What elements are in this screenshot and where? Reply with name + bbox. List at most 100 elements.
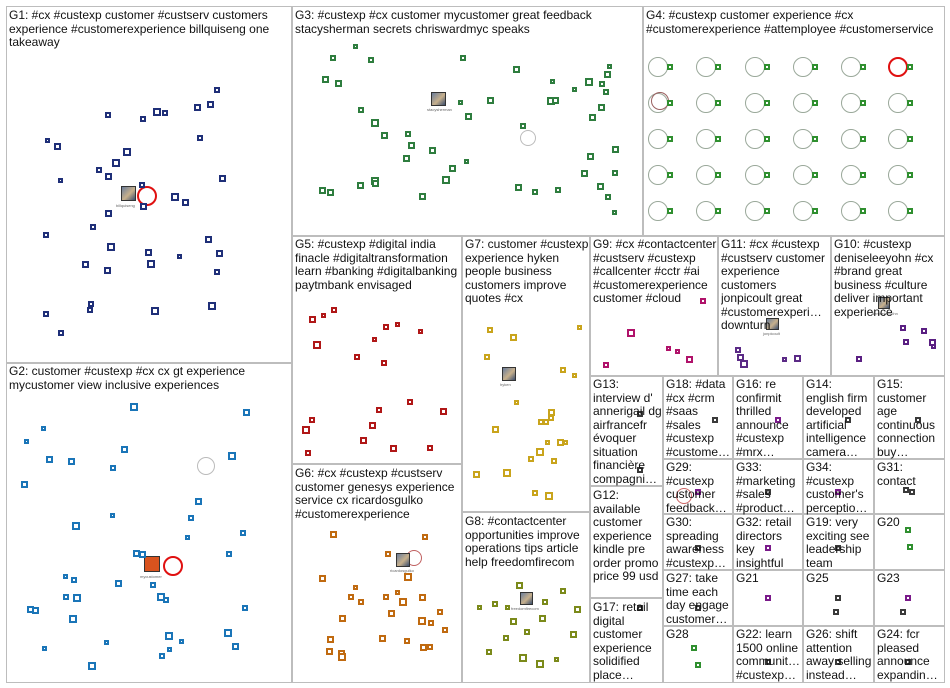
g4-self-loop bbox=[745, 201, 765, 221]
member-node bbox=[96, 167, 103, 174]
small-group-node bbox=[695, 605, 701, 611]
member-node bbox=[176, 253, 182, 259]
member-node bbox=[242, 409, 250, 417]
panel-g29 bbox=[663, 459, 733, 514]
member-node bbox=[335, 80, 343, 88]
member-node bbox=[216, 250, 224, 258]
member-node bbox=[242, 604, 249, 611]
group-label-g14: G14: english firm developed artificial i… bbox=[806, 378, 868, 459]
panel-g19 bbox=[803, 514, 874, 570]
small-group-node bbox=[905, 595, 911, 601]
panel-g31 bbox=[874, 459, 945, 514]
g4-self-loop bbox=[648, 201, 668, 221]
member-node bbox=[58, 178, 64, 184]
g4-node bbox=[715, 136, 721, 142]
small-group-node bbox=[915, 417, 921, 423]
panel-g16 bbox=[733, 376, 803, 459]
hub-avatar-g6 bbox=[396, 553, 410, 567]
g4-node bbox=[667, 136, 673, 142]
small-group-node bbox=[835, 595, 841, 601]
member-node bbox=[63, 593, 70, 600]
member-node bbox=[611, 170, 618, 177]
group-label-g11: G11: #cx #custexp #custserv customer exp… bbox=[721, 238, 826, 332]
member-node bbox=[503, 635, 510, 642]
member-node bbox=[419, 594, 427, 602]
g4-self-loop bbox=[793, 201, 813, 221]
member-node bbox=[485, 648, 492, 655]
group-label-g32: G32: retail directors key insightful web… bbox=[736, 516, 792, 571]
small-group-node bbox=[845, 417, 851, 423]
member-node bbox=[388, 609, 396, 617]
member-node bbox=[603, 361, 610, 368]
member-node bbox=[109, 464, 116, 471]
member-node bbox=[139, 202, 147, 210]
member-node bbox=[931, 344, 937, 350]
g4-self-loop bbox=[888, 57, 908, 77]
member-node bbox=[73, 594, 82, 603]
member-node bbox=[326, 188, 334, 196]
member-node bbox=[194, 498, 202, 506]
member-node bbox=[536, 660, 545, 669]
member-node bbox=[483, 354, 490, 361]
member-node bbox=[208, 301, 217, 310]
member-node bbox=[321, 75, 329, 83]
member-node bbox=[509, 617, 517, 625]
member-node bbox=[395, 322, 400, 328]
g4-self-loop bbox=[696, 93, 716, 113]
g4-self-loop bbox=[841, 93, 861, 113]
member-node bbox=[382, 323, 389, 330]
member-node bbox=[665, 346, 671, 352]
member-node bbox=[513, 65, 521, 73]
member-node bbox=[170, 192, 179, 201]
hub-avatar-g3 bbox=[431, 92, 446, 106]
member-node bbox=[524, 628, 531, 635]
member-node bbox=[419, 193, 427, 201]
member-node bbox=[403, 573, 412, 582]
panel-g30 bbox=[663, 514, 733, 570]
small-group-node bbox=[695, 662, 701, 668]
member-node bbox=[519, 654, 528, 663]
g4-node bbox=[860, 136, 866, 142]
g4-node bbox=[667, 64, 673, 70]
group-label-g8: G8: #contactcenter opportunities improve… bbox=[465, 515, 580, 569]
hub-avatar-g7 bbox=[502, 367, 516, 381]
member-node bbox=[516, 581, 524, 589]
member-node bbox=[376, 406, 383, 413]
member-node bbox=[510, 333, 518, 341]
member-node bbox=[472, 471, 480, 479]
panel-g32 bbox=[733, 514, 803, 570]
small-group-node bbox=[909, 489, 915, 495]
g4-self-loop bbox=[648, 57, 668, 77]
member-node bbox=[67, 457, 75, 465]
member-node bbox=[487, 327, 494, 334]
member-node bbox=[429, 147, 437, 155]
group-label-g20: G20 bbox=[877, 516, 900, 529]
member-node bbox=[32, 606, 40, 614]
g4-node bbox=[667, 100, 673, 106]
member-node bbox=[551, 96, 559, 104]
member-node bbox=[580, 169, 588, 177]
group-label-g34: G34: #custexp customer's perception… bbox=[806, 461, 873, 515]
panel-g27 bbox=[663, 570, 733, 626]
hub-caption-g6: ricardosgulko bbox=[390, 568, 414, 573]
member-node bbox=[109, 513, 115, 519]
panel-g20 bbox=[874, 514, 945, 570]
member-node bbox=[179, 639, 185, 645]
g4-node bbox=[812, 136, 818, 142]
g4-self-loop bbox=[793, 165, 813, 185]
g4-self-loop bbox=[745, 165, 765, 185]
group-label-g18: G18: #data #cx #crm #saas #sales #custex… bbox=[666, 378, 732, 459]
group-label-g1: G1: #cx #custexp customer #custserv cust… bbox=[9, 9, 270, 49]
g4-self-loop bbox=[745, 57, 765, 77]
member-node bbox=[338, 615, 346, 623]
member-node bbox=[419, 643, 427, 651]
member-node bbox=[45, 137, 51, 143]
member-node bbox=[185, 535, 191, 541]
member-node bbox=[122, 148, 131, 157]
panel-g12 bbox=[590, 486, 663, 598]
member-node bbox=[465, 113, 473, 121]
member-node bbox=[53, 143, 61, 151]
member-node bbox=[62, 573, 68, 579]
member-node bbox=[232, 642, 240, 650]
